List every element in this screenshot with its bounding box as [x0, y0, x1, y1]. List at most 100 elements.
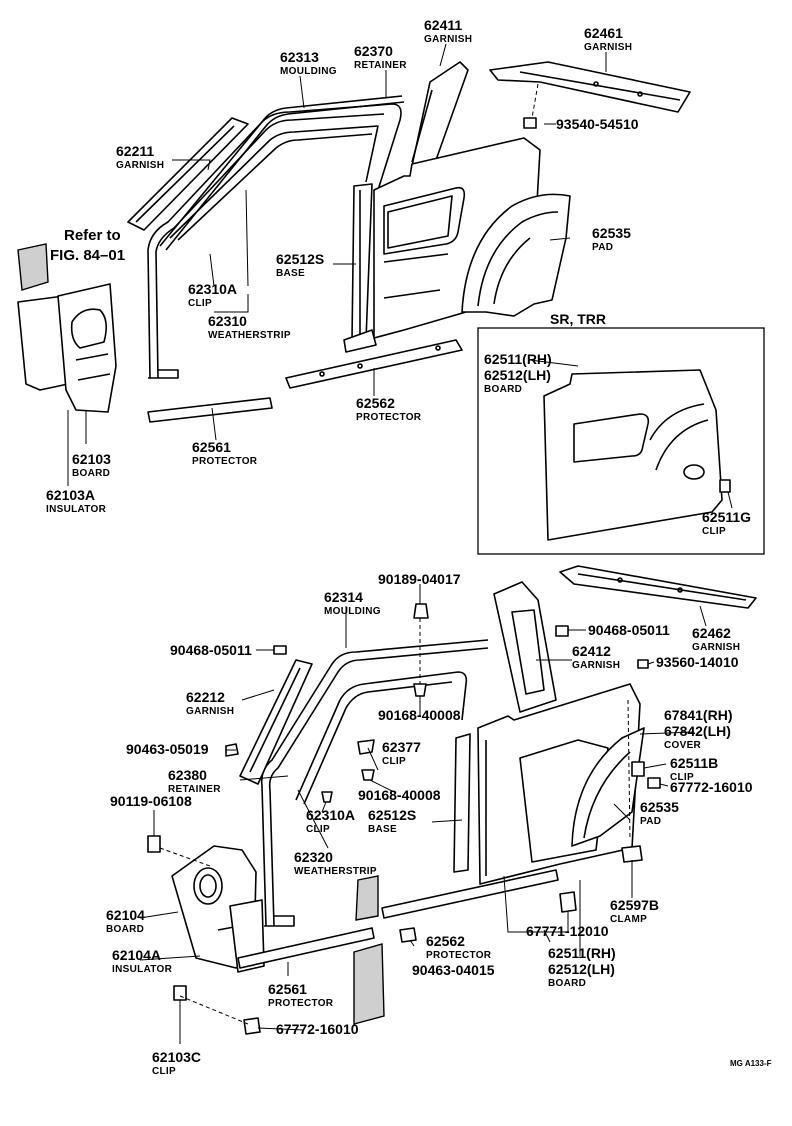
- part-no: 90468-05011: [588, 622, 670, 638]
- part-name: GARNISH: [584, 42, 632, 53]
- part-no: 67841(RH): [664, 707, 732, 723]
- part-name: GARNISH: [692, 642, 740, 653]
- part-name: RETAINER: [354, 60, 407, 71]
- leader-93540: [531, 83, 539, 119]
- moulding-62313-drawing: [159, 95, 405, 251]
- part-no: 62370: [354, 43, 393, 59]
- part-name: BASE: [368, 824, 397, 835]
- ref-line-2: FIG. 84–01: [50, 247, 125, 264]
- part-no: 62310: [208, 313, 247, 329]
- part-name: PROTECTOR: [426, 950, 492, 961]
- clip-62511b-icon: [631, 761, 645, 777]
- part-no: 62562: [426, 933, 465, 949]
- part-name: WEATHERSTRIP: [294, 866, 377, 877]
- part-name: GARNISH: [186, 706, 234, 717]
- weatherstrip-62320-drawing: [260, 639, 489, 927]
- leaders: [67, 43, 733, 1044]
- bolt-90168-upper-icon: [413, 683, 427, 697]
- dash-line-2: [179, 995, 249, 1025]
- part-no: 62511G: [702, 509, 751, 525]
- part-no: 62512S: [368, 807, 416, 823]
- part-name: BOARD: [106, 924, 144, 935]
- part-name: CLIP: [670, 772, 694, 783]
- part-no: 62511B: [670, 755, 718, 771]
- part-no: 62597B: [610, 897, 659, 913]
- part-name: WEATHERSTRIP: [208, 330, 291, 341]
- part-no: 62512(LH): [484, 367, 551, 383]
- part-no: 62412: [572, 643, 611, 659]
- part-no: 62103A: [46, 487, 95, 503]
- protector-62562-lower-drawing: [381, 869, 559, 919]
- protector-62562-upper-drawing: [285, 339, 463, 389]
- base-62512s-lower-drawing: [453, 733, 471, 873]
- part-no: 93540-54510: [556, 116, 639, 132]
- part-name: BASE: [276, 268, 305, 279]
- part-name: CLIP: [188, 298, 212, 309]
- base-62512s-drawing: [343, 183, 377, 353]
- part-no: 62562: [356, 395, 395, 411]
- part-no: 67771-12010: [526, 923, 609, 939]
- part-no: 67772-16010: [276, 1021, 359, 1037]
- garnish-62211-drawing: [127, 117, 249, 231]
- part-no: 62310A: [306, 807, 355, 823]
- part-no: 90463-05019: [126, 741, 209, 757]
- part-no: 62535: [640, 799, 679, 815]
- part-no: 62104A: [112, 947, 161, 963]
- part-no: 62512(LH): [548, 961, 615, 977]
- garnish-62412-drawing: [493, 581, 557, 713]
- protector-62561-lower-drawing: [237, 927, 375, 969]
- part-no: 62380: [168, 767, 207, 783]
- dash-line-1: [159, 847, 211, 867]
- part-name: GARNISH: [424, 34, 472, 45]
- garnish-62212-drawing: [239, 659, 313, 785]
- clip-90468-right-icon: [555, 625, 569, 637]
- clip-67771-icon: [559, 891, 577, 913]
- part-name: CLIP: [382, 756, 406, 767]
- part-name: CLIP: [152, 1066, 176, 1077]
- part-no: 62561: [192, 439, 231, 455]
- part-no: 62212: [186, 689, 225, 705]
- board-62103-drawing: [17, 243, 117, 413]
- inset-title: SR, TRR: [550, 311, 606, 327]
- part-name: INSULATOR: [46, 504, 107, 515]
- part-no: 62535: [592, 225, 631, 241]
- part-no: 62511(RH): [484, 351, 552, 367]
- labels: Refer to FIG. 84–01 SR, TRR MG A133-F 62…: [46, 17, 772, 1077]
- bolt-93560-icon: [637, 659, 649, 669]
- part-name: MOULDING: [324, 606, 381, 617]
- part-no: 62461: [584, 25, 623, 41]
- clip-67772-right-icon: [647, 777, 661, 789]
- part-name: PAD: [640, 816, 661, 827]
- part-no: 62377: [382, 739, 421, 755]
- quarter-trim-inset-drawing: [543, 369, 723, 541]
- bolt-90168-lower-icon: [361, 769, 375, 781]
- part-no: 90463-04015: [412, 962, 495, 978]
- panel-small-upper: [355, 875, 379, 921]
- part-no: 67772-16010: [670, 779, 753, 795]
- part-no: 90168-40008: [358, 787, 441, 803]
- part-name: CLIP: [306, 824, 330, 835]
- ref-line-1: Refer to: [64, 227, 121, 244]
- part-name: CLIP: [702, 526, 726, 537]
- part-name: BOARD: [548, 978, 586, 989]
- part-name: INSULATOR: [112, 964, 173, 975]
- clip-67772-bottom-icon: [243, 1017, 261, 1035]
- garnish-62462-drawing: [559, 565, 757, 609]
- part-no: 62310A: [188, 281, 237, 297]
- clamp-62597b-icon: [621, 845, 643, 863]
- clip-62310a-lower-icon: [321, 791, 333, 803]
- part-no: 67842(LH): [664, 723, 731, 739]
- part-name: PAD: [592, 242, 613, 253]
- part-no: 62314: [324, 589, 363, 605]
- part-no: 90168-40008: [378, 707, 461, 723]
- part-no: 93560-14010: [656, 654, 739, 670]
- part-name: MOULDING: [280, 66, 337, 77]
- part-no: 62462: [692, 625, 731, 641]
- garnish-62461-drawing: [489, 61, 691, 113]
- part-name: RETAINER: [168, 784, 221, 795]
- bolt-93540-icon: [523, 117, 537, 129]
- part-no: 62512S: [276, 251, 324, 267]
- part-no: 90189-04017: [378, 571, 461, 587]
- part-no: 62411: [424, 17, 462, 33]
